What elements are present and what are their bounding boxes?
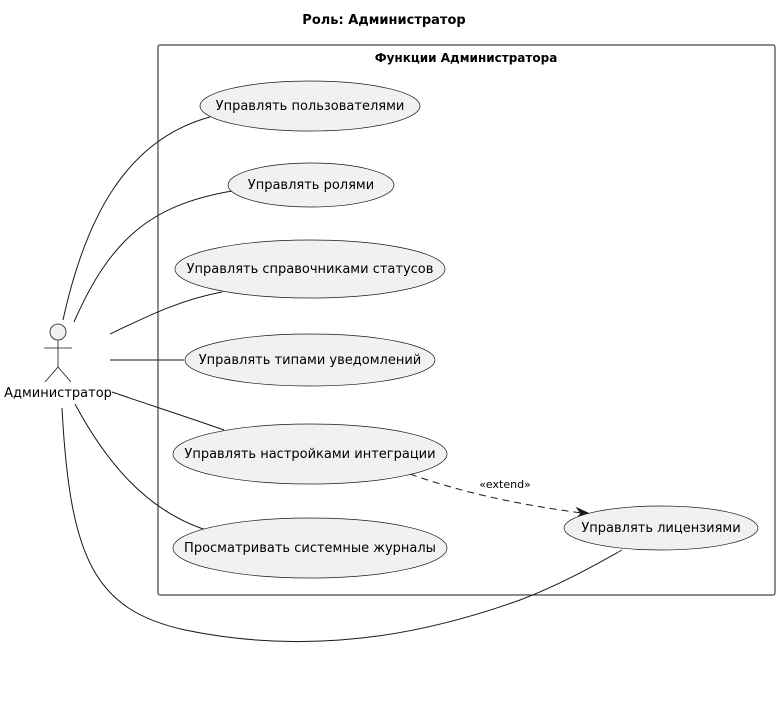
association-licenses: [61, 407, 623, 643]
use-case-label: Управлять лицензиями: [581, 521, 740, 536]
use-case-label: Управлять пользователями: [216, 99, 405, 114]
actor-administrator[interactable]: Администратор: [4, 323, 112, 401]
association-statuses: [109, 291, 223, 335]
actor-label: Администратор: [4, 386, 112, 401]
use-case-licenses[interactable]: Управлять лицензиями: [563, 505, 759, 551]
use-case-label: Просматривать системные журналы: [184, 541, 436, 556]
use-case-integration[interactable]: Управлять настройками интеграции: [172, 423, 448, 485]
use-case-label: Управлять справочниками статусов: [187, 262, 434, 277]
extend-label: «extend»: [479, 478, 531, 491]
use-case-statuses[interactable]: Управлять справочниками статусов: [174, 239, 446, 299]
association-logs: [74, 403, 207, 531]
association-integration: [111, 391, 225, 431]
use-case-logs[interactable]: Просматривать системные журналы: [172, 517, 448, 579]
association-roles: [73, 190, 233, 323]
actor-left-leg: [44, 366, 59, 383]
use-case-users[interactable]: Управлять пользователями: [199, 80, 421, 132]
use-case-label: Управлять типами уведомлений: [199, 353, 421, 368]
system-boundary-title: Функции Администратора: [375, 51, 558, 65]
use-case-label: Управлять ролями: [248, 178, 374, 193]
actor-right-leg: [57, 366, 72, 383]
system-boundary: [157, 44, 776, 596]
use-case-roles[interactable]: Управлять ролями: [227, 162, 395, 208]
association-users: [62, 116, 211, 321]
use-case-notifications[interactable]: Управлять типами уведомлений: [184, 333, 436, 387]
use-case-label: Управлять настройками интеграции: [184, 447, 435, 462]
extend-relation: [409, 473, 583, 514]
diagram-title: Роль: Администратор: [302, 13, 465, 28]
actor-head: [49, 323, 67, 341]
